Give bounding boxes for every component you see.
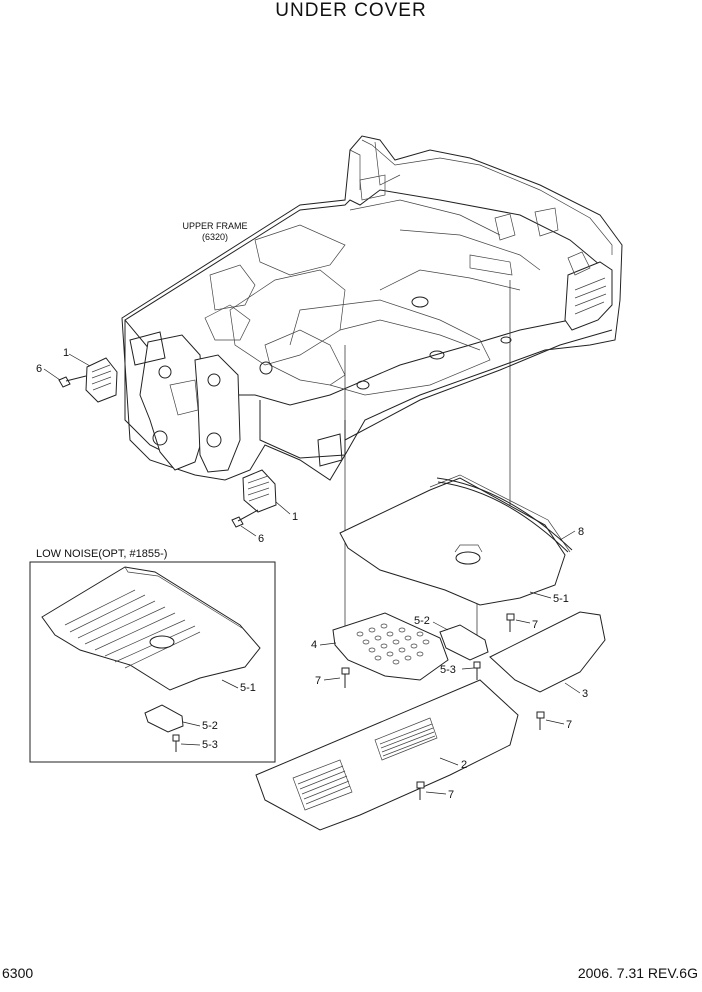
bolt-7-cover-3 bbox=[536, 711, 545, 730]
upper-frame-drawing bbox=[121, 135, 623, 640]
inset-title: LOW NOISE(OPT, #1855-) bbox=[36, 548, 167, 560]
upper-frame-code: (6320) bbox=[202, 232, 228, 242]
inset-cover-5-2 bbox=[144, 704, 184, 733]
callout-1-bottom: 1 bbox=[292, 511, 298, 523]
callout-7-cover-2: 7 bbox=[448, 789, 454, 801]
inset-bolt-5-3 bbox=[172, 734, 180, 752]
callout-4: 4 bbox=[311, 639, 317, 651]
bolt-5-3 bbox=[473, 661, 481, 680]
callout-7-left: 7 bbox=[315, 675, 321, 687]
callout-8: 8 bbox=[578, 526, 584, 538]
inset-callout-5-1: 5-1 bbox=[240, 682, 256, 694]
callout-5-3: 5-3 bbox=[440, 664, 456, 676]
cover-3 bbox=[489, 611, 606, 693]
side-cover-top bbox=[85, 357, 118, 403]
callout-5-2: 5-2 bbox=[414, 615, 430, 627]
callout-7-cover-3: 7 bbox=[566, 719, 572, 731]
callout-5-1: 5-1 bbox=[553, 593, 569, 605]
page-code: 6300 bbox=[2, 965, 34, 981]
callout-1-top: 1 bbox=[63, 347, 69, 359]
bolt-7-left bbox=[341, 667, 350, 688]
cover-5-1 bbox=[339, 474, 571, 606]
callout-3: 3 bbox=[582, 688, 588, 700]
inset-callout-5-2: 5-2 bbox=[202, 720, 218, 732]
callout-6-top: 6 bbox=[36, 363, 42, 375]
bolt-7-upper-right bbox=[506, 613, 515, 632]
callout-7-upper-right: 7 bbox=[532, 619, 538, 631]
inset-callout-5-3: 5-3 bbox=[202, 739, 218, 751]
inset-frame bbox=[29, 561, 276, 763]
revision-date: 2006. 7.31 REV.6G bbox=[577, 965, 698, 981]
callout-6-bottom: 6 bbox=[258, 533, 264, 545]
seal-8 bbox=[436, 477, 573, 553]
inset-cover-5-1 bbox=[41, 566, 261, 691]
upper-frame-label: UPPER FRAME bbox=[182, 221, 247, 231]
cover-5-2 bbox=[439, 624, 489, 661]
callout-2: 2 bbox=[461, 759, 467, 771]
cover-4 bbox=[332, 612, 449, 681]
page-title: UNDER COVER bbox=[275, 0, 427, 21]
bolt-6-top bbox=[58, 375, 87, 388]
bolt-7-cover-2 bbox=[416, 781, 425, 800]
side-cover-bottom bbox=[242, 469, 277, 513]
bolt-6-bottom bbox=[231, 509, 259, 528]
cover-2 bbox=[255, 679, 519, 831]
